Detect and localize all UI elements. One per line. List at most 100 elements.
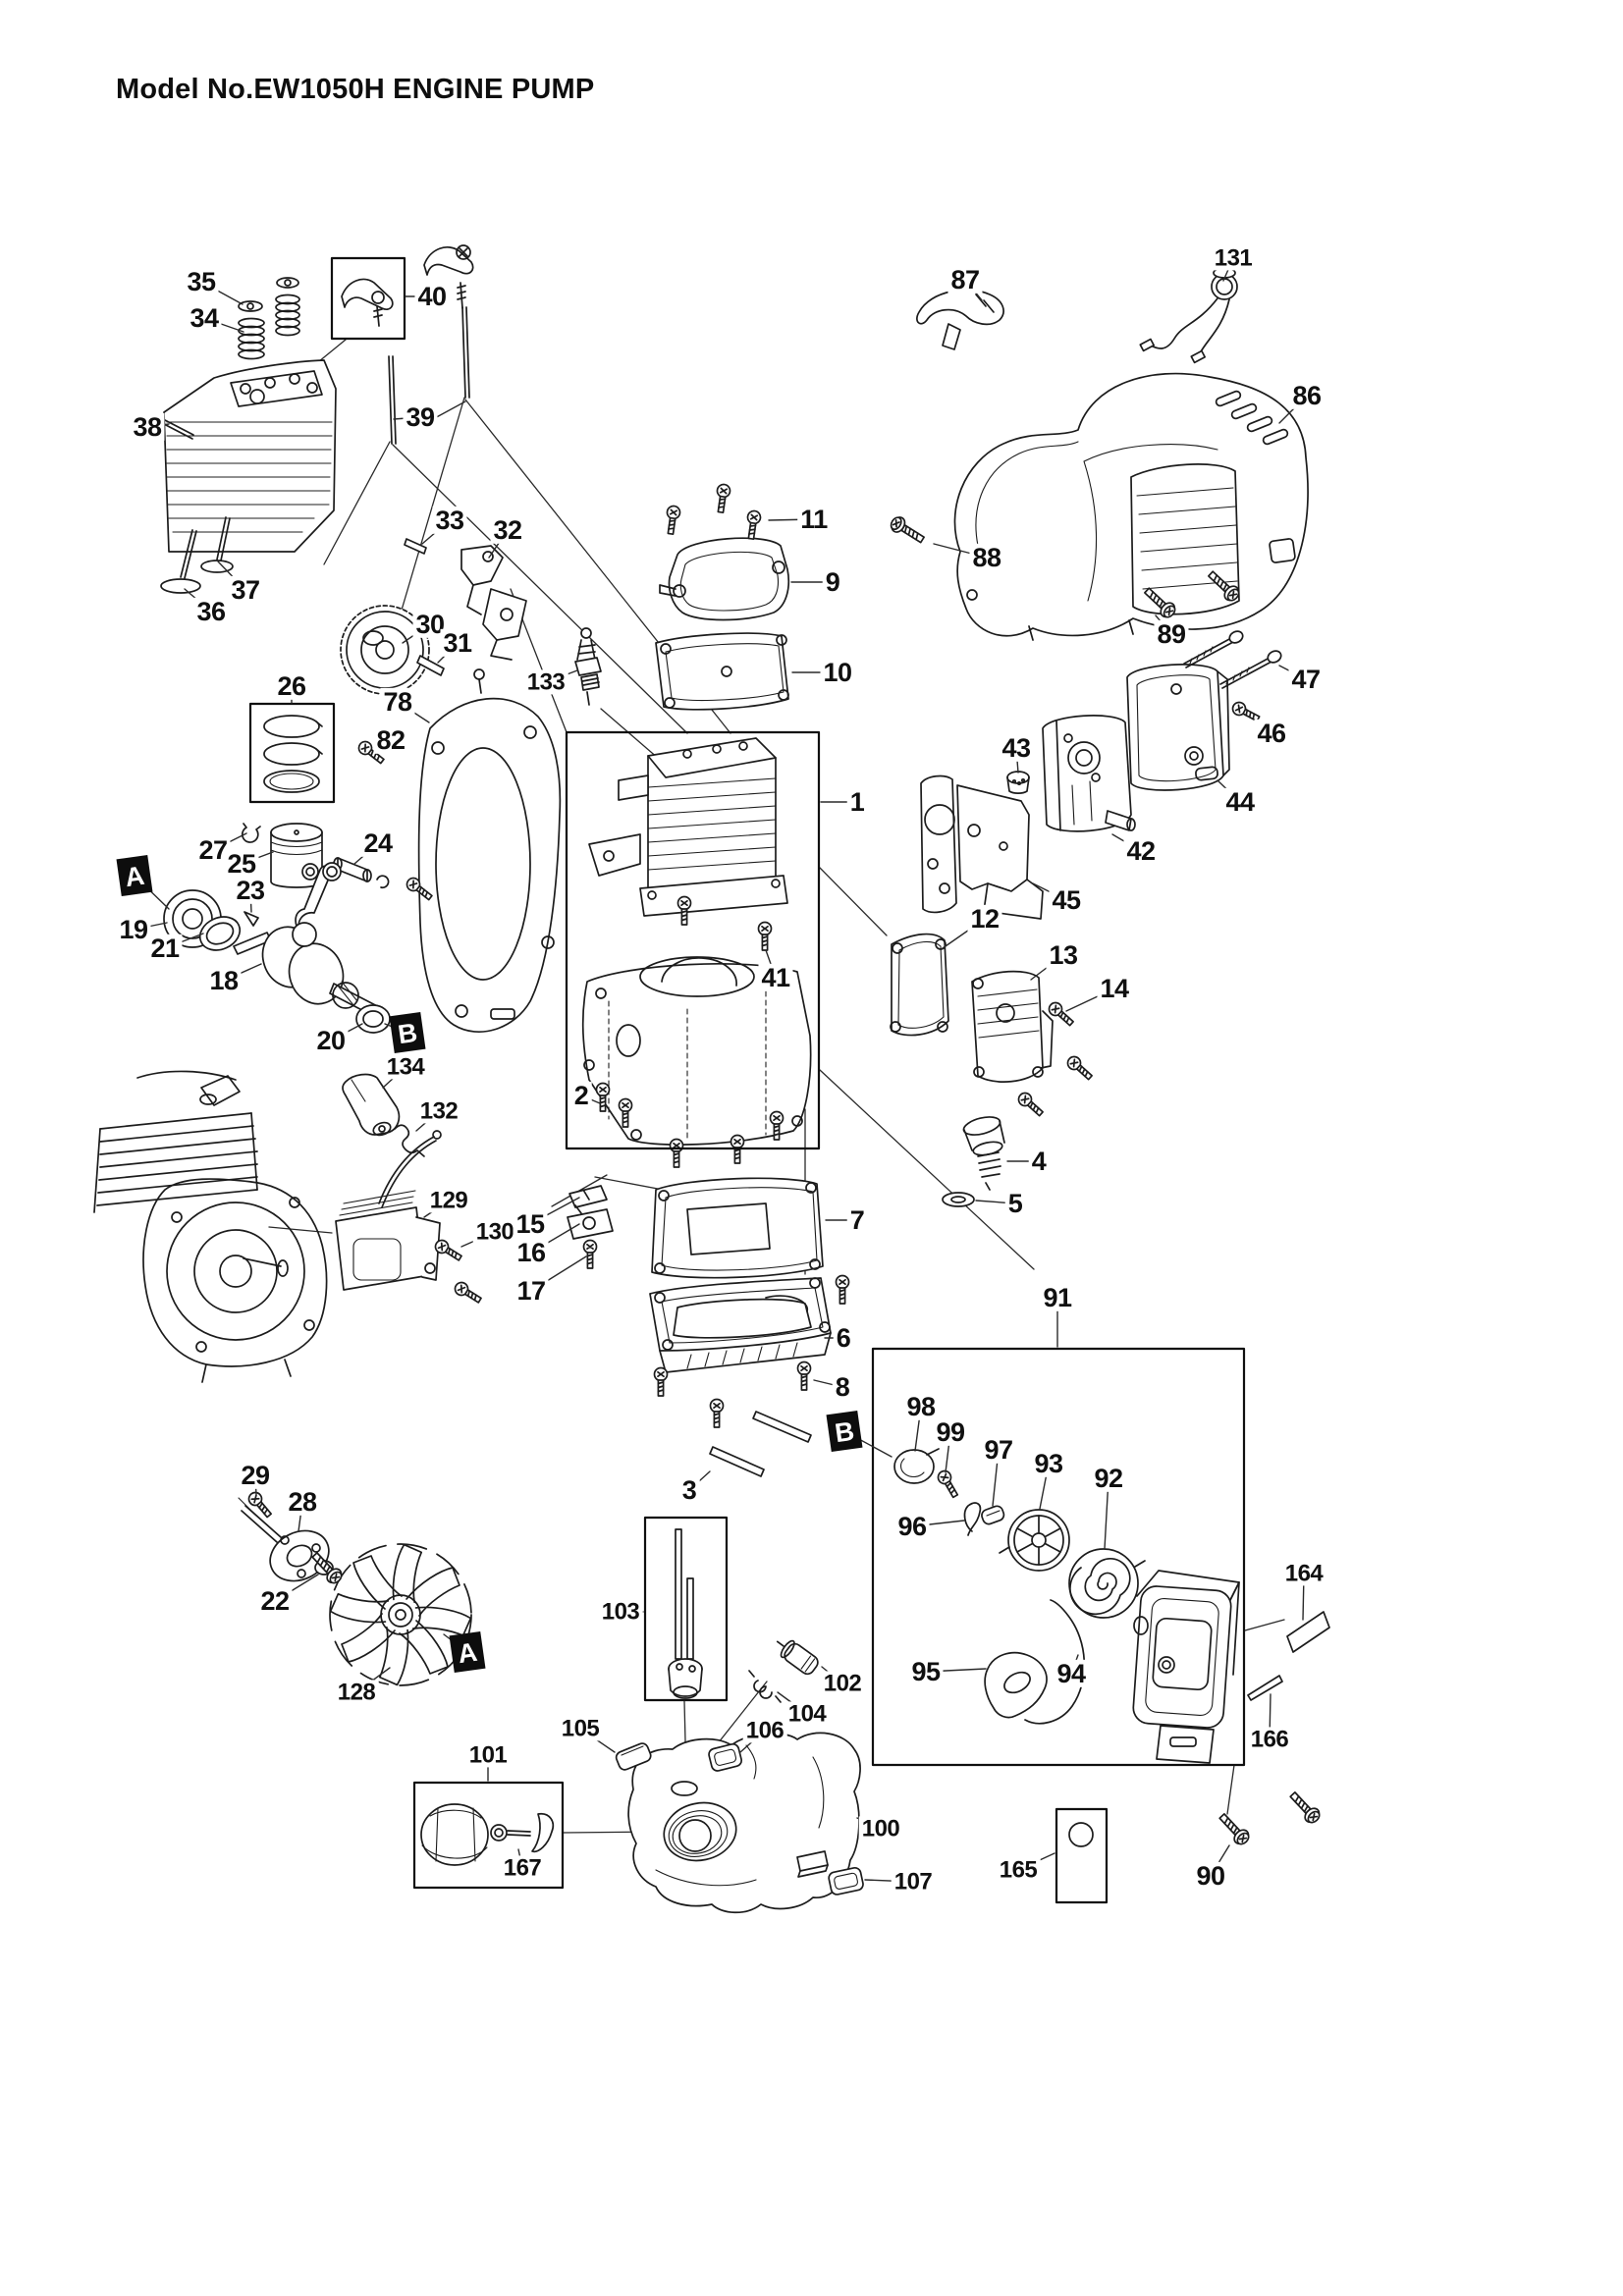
- valve-spring-retainer-drawing: [238, 277, 300, 360]
- part-callout-82: 82: [373, 725, 408, 754]
- frames: [248, 256, 1246, 1904]
- part-callout-20: 20: [313, 1026, 349, 1054]
- part-callout-164: 164: [1281, 1561, 1326, 1586]
- push-rods-drawing: [388, 306, 470, 445]
- part-callout-6: 6: [833, 1323, 854, 1352]
- part-callout-103: 103: [598, 1599, 643, 1625]
- construction-line: [1226, 1764, 1235, 1815]
- part-callout-37: 37: [228, 575, 263, 604]
- part-callout-167: 167: [500, 1855, 545, 1881]
- flywheel-bolt-drawing: [307, 1548, 346, 1587]
- part-callout-31: 31: [440, 628, 475, 657]
- tank-cushions-drawing: [615, 1742, 864, 1896]
- part-callout-46: 46: [1254, 719, 1289, 747]
- muffler-drawing: [1042, 715, 1136, 832]
- part-callout-38: 38: [130, 412, 165, 441]
- part-callout-24: 24: [360, 828, 396, 857]
- part-callout-22: 22: [257, 1586, 293, 1615]
- crankshaft-drawing: [233, 862, 386, 1020]
- part-callout-133: 133: [523, 669, 568, 695]
- ref-marker-a: A: [449, 1630, 486, 1674]
- construction-line: [268, 1226, 333, 1234]
- intake-gasket-drawing: [890, 933, 949, 1037]
- part-callout-90: 90: [1193, 1861, 1228, 1890]
- cam-gear-drawing: [340, 605, 430, 695]
- fuel-pickup-box: [643, 1516, 729, 1702]
- rocker-arm-box: [330, 256, 406, 341]
- plug-washer-drawing: [942, 1192, 975, 1207]
- flywheel-drawing: [324, 1538, 477, 1691]
- breather-parts-drawing: [567, 1185, 614, 1269]
- part-callout-33: 33: [432, 506, 467, 534]
- part-callout-47: 47: [1288, 665, 1324, 693]
- part-callout-9: 9: [822, 567, 843, 596]
- part-callout-104: 104: [784, 1701, 830, 1727]
- part-callout-97: 97: [981, 1435, 1016, 1464]
- starter-clip-drawing: [963, 1502, 982, 1536]
- governor-bracket-drawing: [460, 545, 527, 661]
- woodruff-key-drawing: [243, 911, 259, 927]
- part-callout-107: 107: [891, 1869, 936, 1895]
- part-callout-13: 13: [1046, 940, 1081, 969]
- piston-rings-drawing: [263, 715, 323, 793]
- assembled-engine-drawing: [93, 1070, 328, 1383]
- part-callout-88: 88: [969, 543, 1004, 571]
- cover-clip-drawing: [916, 289, 1004, 350]
- starter-pulley-drawing: [999, 1509, 1070, 1572]
- part-callout-23: 23: [233, 876, 268, 904]
- part-callout-42: 42: [1123, 836, 1159, 865]
- fuel-pickup-drawing: [668, 1528, 703, 1699]
- part-callout-41: 41: [758, 963, 793, 991]
- part-callout-21: 21: [147, 934, 183, 962]
- part-callout-28: 28: [285, 1487, 320, 1516]
- part-callout-93: 93: [1031, 1449, 1066, 1477]
- svg-text:A: A: [123, 861, 145, 892]
- muffler-cover-drawing: [1126, 664, 1230, 791]
- decompression-rod-drawing: [163, 419, 194, 440]
- oil-seal-drawing: [355, 1004, 391, 1034]
- part-callout-78: 78: [380, 687, 415, 716]
- part-callout-11: 11: [797, 505, 831, 533]
- part-callout-15: 15: [513, 1209, 548, 1238]
- part-callout-106: 106: [742, 1718, 787, 1743]
- part-callout-30: 30: [412, 610, 448, 638]
- construction-line: [1244, 1619, 1285, 1631]
- part-callout-1: 1: [846, 787, 868, 816]
- fuel-cap-box: [412, 1781, 565, 1890]
- cylinder-head-drawing: [163, 359, 337, 553]
- part-callout-130: 130: [472, 1219, 517, 1245]
- part-callout-101: 101: [465, 1742, 511, 1768]
- part-callout-166: 166: [1247, 1727, 1292, 1752]
- svg-text:B: B: [833, 1416, 855, 1448]
- recoil-starter-box: [871, 1347, 1246, 1767]
- part-callout-34: 34: [187, 303, 222, 332]
- part-callout-10: 10: [820, 658, 855, 686]
- part-callout-99: 99: [933, 1417, 968, 1446]
- starter-housing-drawing: [1132, 1570, 1240, 1764]
- crank-washer-drawing: [198, 916, 242, 951]
- part-callout-129: 129: [426, 1188, 471, 1213]
- construction-line: [392, 444, 688, 734]
- part-callout-7: 7: [846, 1205, 868, 1234]
- part-callout-87: 87: [947, 265, 983, 294]
- stop-switch-wire-drawing: [1139, 267, 1238, 364]
- spark-plug-drawing: [574, 627, 602, 706]
- piston-drawing: [270, 823, 323, 888]
- part-callout-89: 89: [1154, 619, 1189, 648]
- part-callout-5: 5: [1004, 1189, 1026, 1217]
- crankcase-drawing: [581, 956, 812, 1146]
- engine-cover-drawing: [953, 372, 1309, 641]
- rocker-arm-2-drawing: [423, 244, 474, 309]
- part-callout-98: 98: [903, 1392, 939, 1420]
- part-callout-26: 26: [274, 671, 309, 700]
- piston-ring-box: [248, 702, 336, 804]
- part-callout-40: 40: [414, 282, 450, 310]
- oil-plug-drawing: [962, 1116, 1005, 1191]
- muffler-gasket-drawing: [920, 774, 957, 914]
- caution-label-drawing: [1286, 1611, 1330, 1653]
- head-gasket-drawing: [655, 632, 789, 711]
- construction-line: [323, 441, 391, 565]
